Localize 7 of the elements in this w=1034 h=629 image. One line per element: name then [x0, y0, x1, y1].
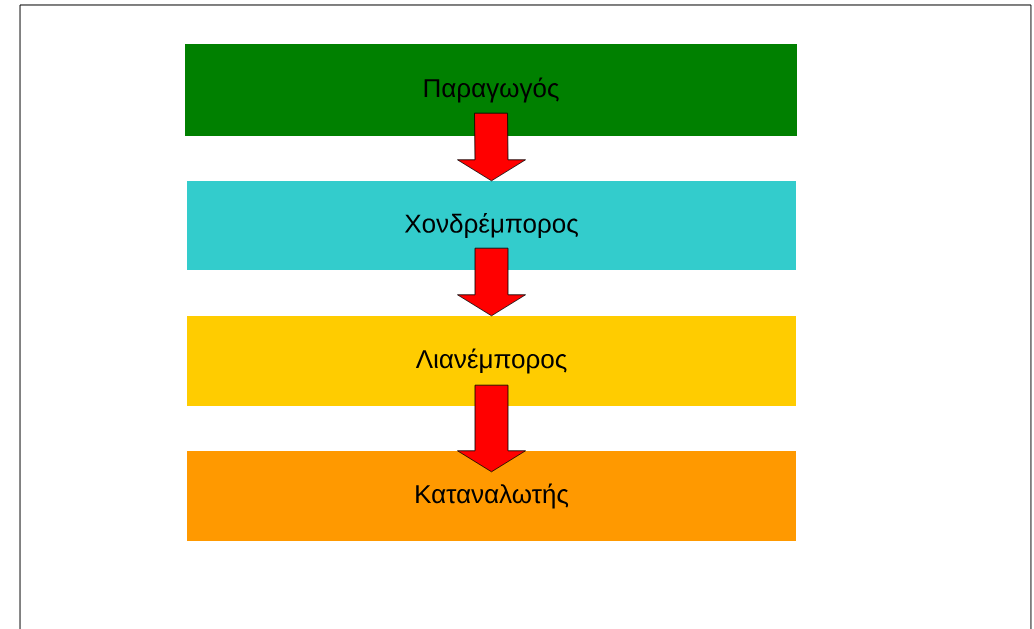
block-arrow: [457, 247, 526, 317]
process-box: Καταναλωτής: [187, 451, 796, 541]
process-box: Λιανέμπορος: [187, 316, 796, 406]
block-arrow: [457, 384, 526, 473]
block-arrow: [457, 112, 526, 182]
process-box: Χονδρέμπορος: [187, 181, 796, 270]
process-box: Παραγωγός: [185, 44, 797, 136]
